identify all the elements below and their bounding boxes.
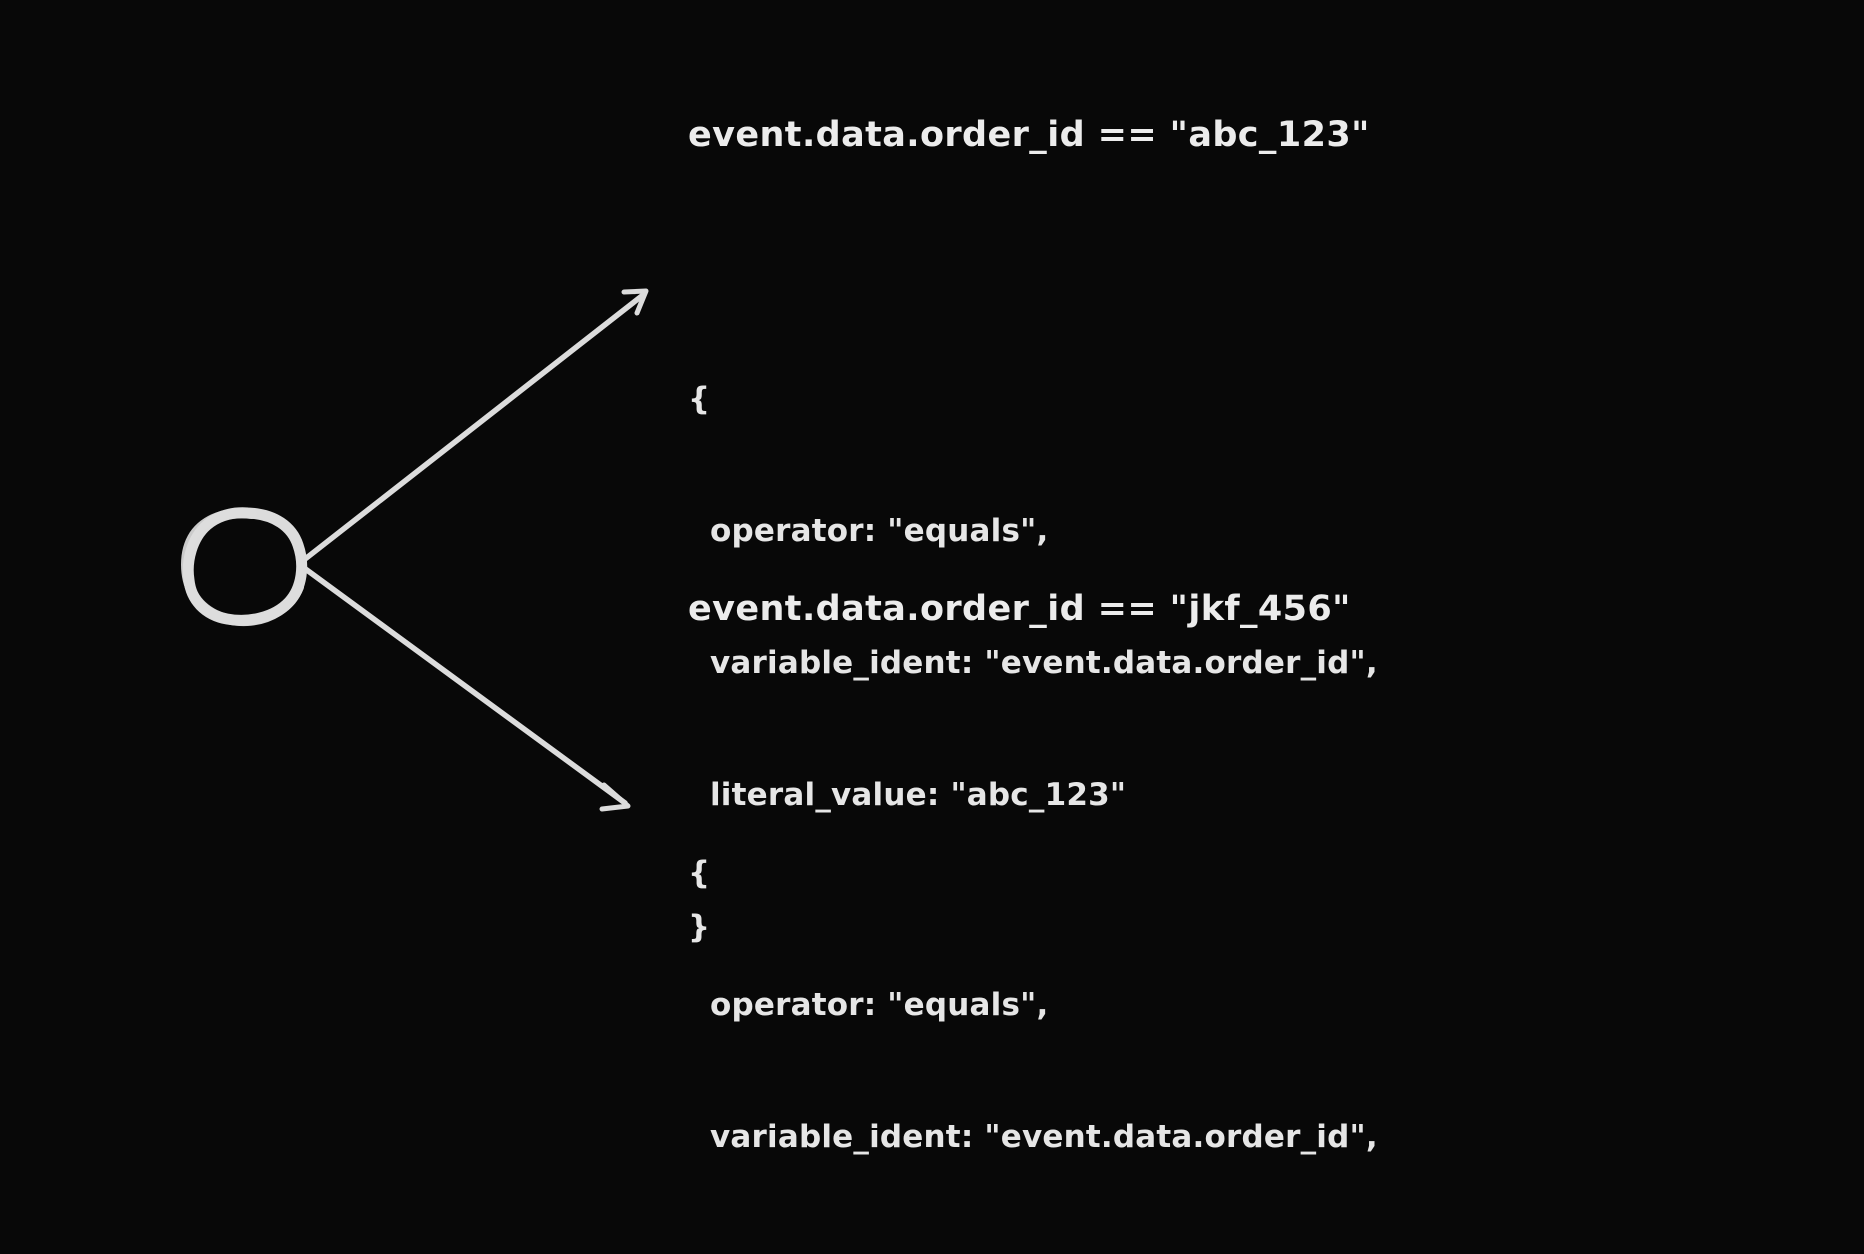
root-node-ring-overlap <box>181 508 304 627</box>
code-line: operator: "equals", <box>688 986 1049 1023</box>
root-node-ring <box>182 507 308 626</box>
code-line: { <box>688 380 711 417</box>
branch-1-title: event.data.order_id == "abc_123" <box>688 115 1370 155</box>
branch-2-block: event.data.order_id == "jkf_456" { opera… <box>688 552 1378 1254</box>
arrowhead-upper <box>621 288 649 316</box>
root-node[interactable] <box>181 507 308 627</box>
code-line: variable_ident: "event.data.order_id", <box>688 644 1378 681</box>
branch-1-spacer <box>688 193 1378 251</box>
code-line: operator: "equals", <box>688 512 1049 549</box>
arrowhead-lower <box>599 782 631 812</box>
branch-1-code: { operator: "equals", variable_ident: "e… <box>688 289 1378 1037</box>
code-line: literal_value: "abc_123" <box>688 776 1127 813</box>
code-line: } <box>688 908 711 945</box>
branch-2-spacer <box>688 667 1378 725</box>
code-line: literal_value: "jfk_456" <box>688 1247 1378 1254</box>
code-line: { <box>688 854 711 891</box>
edge-line-lower <box>297 562 628 806</box>
branch-2-title: event.data.order_id == "jkf_456" <box>688 589 1351 629</box>
edge-to-branch-1[interactable] <box>297 288 649 566</box>
code-line: variable_ident: "event.data.order_id", <box>688 1118 1378 1155</box>
edge-line-upper <box>297 292 646 566</box>
branch-1-block: event.data.order_id == "abc_123" { opera… <box>688 78 1378 1075</box>
branch-2-code: { operator: "equals", variable_ident: "e… <box>688 763 1378 1254</box>
edge-to-branch-2[interactable] <box>297 562 631 812</box>
